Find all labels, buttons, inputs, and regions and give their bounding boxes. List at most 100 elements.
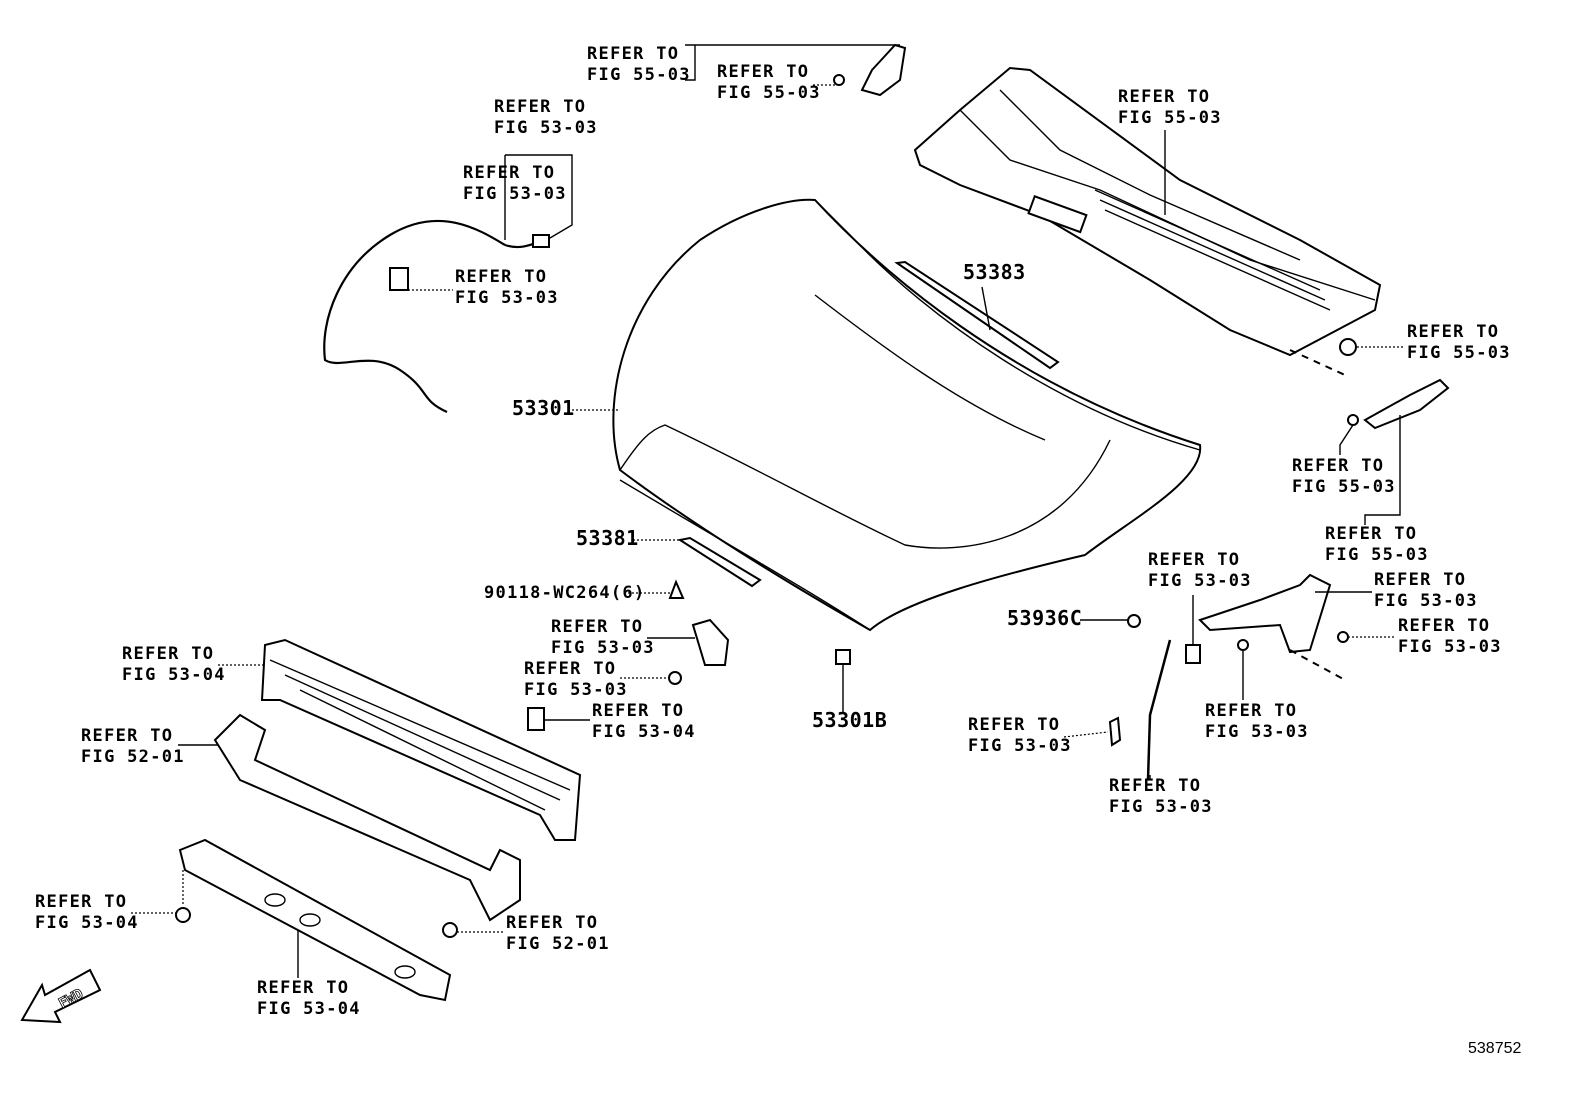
radiator-support-upper (260, 638, 582, 841)
clip (1347, 414, 1359, 426)
hood-panel (612, 198, 1202, 632)
callout-figure-ref: FIG 55-03 (1292, 477, 1396, 497)
callout-refer-text: REFER TO (1325, 524, 1418, 544)
callout-refer-text: REFER TO (1407, 322, 1500, 342)
part-number-label: 53936C (1007, 606, 1083, 630)
callout-figure-ref: FIG 52-01 (81, 747, 185, 767)
callout-figure-ref: FIG 55-03 (1407, 343, 1511, 363)
clip (1185, 644, 1201, 664)
callout-figure-ref: FIG 55-03 (717, 83, 821, 103)
callout-figure-ref: FIG 55-03 (1325, 545, 1429, 565)
radiator-support-lower (178, 838, 452, 1002)
cowl-side-seal (1363, 378, 1450, 430)
callout-figure-ref: FIG 53-04 (122, 665, 226, 685)
callout-refer-text: REFER TO (524, 659, 617, 679)
callout-refer-text: REFER TO (592, 701, 685, 721)
callout-refer-text: REFER TO (1398, 616, 1491, 636)
callout-refer-text: REFER TO (122, 644, 215, 664)
callout-refer-text: REFER TO (968, 715, 1061, 735)
hood-release-cable (323, 219, 506, 414)
fwd-arrow-icon: FWD (20, 968, 102, 1024)
callout-refer-text: REFER TO (1148, 550, 1241, 570)
callout-refer-text: REFER TO (35, 892, 128, 912)
callout-figure-ref: FIG 53-03 (968, 736, 1072, 756)
callout-figure-ref: FIG 53-03 (1205, 722, 1309, 742)
callout-refer-text: REFER TO (81, 726, 174, 746)
callout-refer-text: REFER TO (587, 44, 680, 64)
part-number-label: 53383 (963, 260, 1026, 284)
catalog-number: 538752 (1468, 1040, 1522, 1057)
callout-refer-text: REFER TO (455, 267, 548, 287)
callout-refer-text: REFER TO (506, 913, 599, 933)
hood-lock (691, 618, 730, 666)
hood-seal-53383 (894, 260, 1060, 370)
callout-refer-text: REFER TO (463, 163, 556, 183)
cowl-bracket (860, 43, 907, 97)
callout-figure-ref: FIG 55-03 (587, 65, 691, 85)
part-number-label: 53381 (576, 526, 639, 550)
hood-seal-53381 (677, 536, 762, 588)
callout-figure-ref: FIG 52-01 (506, 934, 610, 954)
nut-53301B (835, 649, 851, 665)
part-number-label: 90118-WC264(6) (484, 583, 646, 603)
callout-refer-text: REFER TO (551, 617, 644, 637)
cable-clamp (389, 267, 409, 291)
callout-figure-ref: FIG 53-03 (494, 118, 598, 138)
rod-holder (1108, 716, 1122, 747)
part-number-label: 53301B (812, 708, 888, 732)
cushion-53936C (1127, 614, 1141, 628)
callout-figure-ref: FIG 53-03 (1109, 797, 1213, 817)
cowl-panel (913, 66, 1382, 357)
part-number-label: 53301 (512, 396, 575, 420)
hood-hinge (1198, 573, 1332, 654)
callout-figure-ref: FIG 55-03 (1118, 108, 1222, 128)
bolt (668, 671, 682, 685)
callout-figure-ref: FIG 53-03 (463, 184, 567, 204)
callout-figure-ref: FIG 53-03 (455, 288, 559, 308)
callout-refer-text: REFER TO (494, 97, 587, 117)
callout-refer-text: REFER TO (1118, 87, 1211, 107)
callout-figure-ref: FIG 53-03 (524, 680, 628, 700)
callout-figure-ref: FIG 53-03 (551, 638, 655, 658)
callout-refer-text: REFER TO (1292, 456, 1385, 476)
hood-cushion (527, 707, 545, 731)
callout-figure-ref: FIG 53-04 (35, 913, 139, 933)
callout-refer-text: REFER TO (257, 978, 350, 998)
callout-refer-text: REFER TO (1205, 701, 1298, 721)
callout-figure-ref: FIG 53-04 (592, 722, 696, 742)
bolt (175, 907, 191, 923)
callout-refer-text: REFER TO (1374, 570, 1467, 590)
leader-lines (131, 44, 1405, 978)
clip (833, 74, 845, 86)
callout-figure-ref: FIG 53-03 (1398, 637, 1502, 657)
bolt (442, 922, 458, 938)
hood-lock-support (213, 713, 521, 922)
callout-figure-ref: FIG 53-03 (1148, 571, 1252, 591)
clip (1339, 338, 1357, 356)
clip-90118 (668, 579, 685, 599)
cable-connector (532, 234, 550, 248)
bolt (1237, 639, 1249, 651)
callout-figure-ref: FIG 53-03 (1374, 591, 1478, 611)
